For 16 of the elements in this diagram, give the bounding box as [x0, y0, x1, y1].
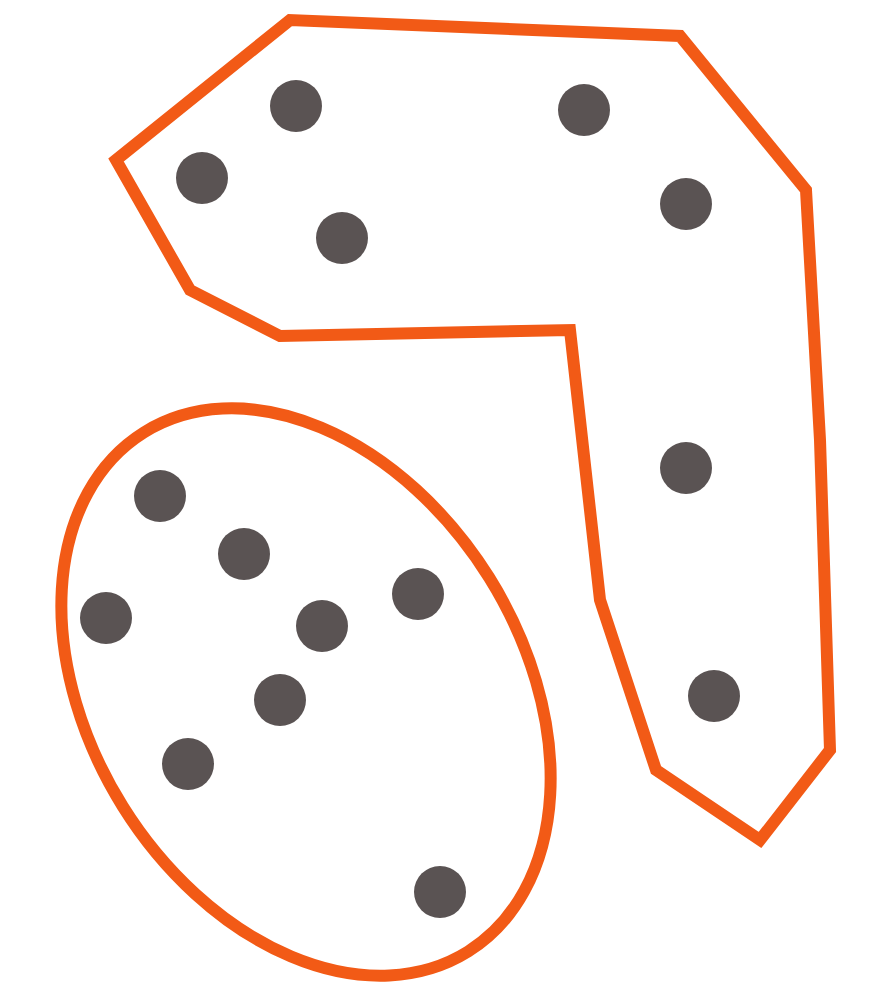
data-point	[660, 442, 712, 494]
data-point	[176, 152, 228, 204]
data-point	[688, 670, 740, 722]
data-point	[414, 866, 466, 918]
data-point	[392, 568, 444, 620]
data-point	[80, 592, 132, 644]
data-point	[296, 600, 348, 652]
data-point	[134, 470, 186, 522]
data-point	[660, 178, 712, 230]
data-point	[254, 674, 306, 726]
data-point	[558, 84, 610, 136]
data-point	[270, 80, 322, 132]
data-point	[218, 528, 270, 580]
cluster-outline	[106, 12, 842, 852]
data-point	[162, 738, 214, 790]
data-point	[316, 212, 368, 264]
